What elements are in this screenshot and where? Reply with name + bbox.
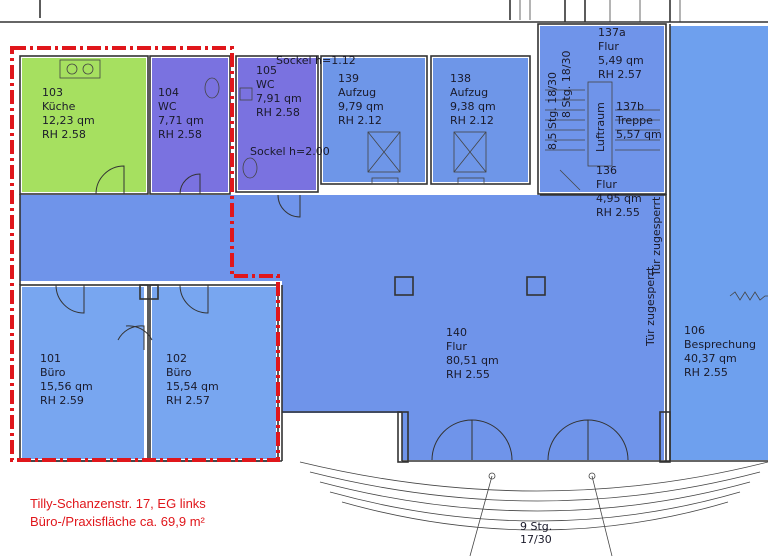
stairs-bottom-label-2: 17/30 [520, 533, 552, 546]
room-name: WC [158, 100, 177, 113]
room-id: 104 [158, 86, 179, 99]
room-id: 106 [684, 324, 705, 337]
room-area: 40,37 qm [684, 352, 737, 365]
room-area: 80,51 qm [446, 354, 499, 367]
room-fill-104 [152, 58, 228, 192]
radiator-symbol [729, 291, 768, 301]
room-label-137a: 137a Flur 5,49 qm RH 2.57 [598, 26, 644, 81]
upper-building-context [0, 0, 768, 23]
room-label-138: 138 Aufzug 9,38 qm RH 2.12 [450, 72, 496, 127]
room-name: Flur [598, 40, 619, 53]
room-label-140: 140 Flur 80,51 qm RH 2.55 [446, 326, 499, 381]
room-name: Büro [40, 366, 66, 379]
room-height: RH 2.58 [256, 106, 300, 119]
room-fill-140c [402, 405, 664, 460]
room-name: Flur [596, 178, 617, 191]
room-fill-140b [282, 275, 664, 413]
room-label-101: 101 Büro 15,56 qm RH 2.59 [40, 352, 93, 407]
room-name: Küche [42, 100, 76, 113]
room-id: 140 [446, 326, 467, 339]
room-label-104: 104 WC 7,71 qm RH 2.58 [158, 86, 204, 141]
entrance-steps [299, 461, 768, 557]
room-area: 5,57 qm [616, 128, 662, 141]
luftraum-label: Luftraum [594, 102, 607, 152]
room-id: 105 [256, 64, 277, 77]
room-label-105: 105 WC 7,91 qm RH 2.58 [256, 64, 302, 119]
room-height: RH 2.12 [338, 114, 382, 127]
room-height: RH 2.59 [40, 394, 84, 407]
room-fill-139 [323, 58, 425, 182]
stairs-bottom-label-1: 9 Stg. [520, 520, 552, 533]
room-name: Aufzug [338, 86, 376, 99]
room-area: 5,49 qm [598, 54, 644, 67]
room-label-137b: 137b Treppe 5,57 qm [615, 100, 662, 141]
room-id: 102 [166, 352, 187, 365]
room-area: 15,54 qm [166, 380, 219, 393]
caption-area: Büro-/Praxisfläche ca. 69,9 m² [30, 514, 205, 529]
door-note-2: Tür zugesperrt [644, 266, 657, 347]
stairs-left-label: 8,5 Stg. 18/30 [546, 72, 559, 150]
stairs-top-label: 8 Stg. 18/30 [560, 51, 573, 118]
room-name: Besprechung [684, 338, 756, 351]
room-name: Flur [446, 340, 467, 353]
room-label-139: 139 Aufzug 9,79 qm RH 2.12 [338, 72, 384, 127]
room-name: Treppe [615, 114, 653, 127]
stairs-inner [545, 81, 660, 191]
room-height: RH 2.55 [446, 368, 490, 381]
room-area: 4,95 qm [596, 192, 642, 205]
room-height: RH 2.58 [42, 128, 86, 141]
room-height: RH 2.55 [684, 366, 728, 379]
room-id: 137a [598, 26, 626, 39]
room-area: 9,79 qm [338, 100, 384, 113]
room-id: 103 [42, 86, 63, 99]
caption-address: Tilly-Schanzenstr. 17, EG links [30, 496, 206, 511]
room-name: Büro [166, 366, 192, 379]
room-name: WC [256, 78, 275, 91]
doors [55, 165, 629, 461]
room-fill-137a [540, 26, 664, 192]
room-id: 139 [338, 72, 359, 85]
room-area: 15,56 qm [40, 380, 93, 393]
room-area: 9,38 qm [450, 100, 496, 113]
room-fill-101 [22, 287, 144, 459]
room-label-106: 106 Besprechung 40,37 qm RH 2.55 [684, 324, 756, 379]
room-area: 12,23 qm [42, 114, 95, 127]
room-fill-103 [22, 58, 146, 192]
rental-area-outline [10, 46, 280, 462]
room-height: RH 2.55 [596, 206, 640, 219]
room-id: 138 [450, 72, 471, 85]
room-height: RH 2.57 [598, 68, 642, 81]
room-label-103: 103 Küche 12,23 qm RH 2.58 [42, 86, 95, 141]
room-fill-138 [433, 58, 528, 182]
fixtures [59, 59, 258, 179]
room-fill-102 [152, 287, 276, 459]
room-label-136: 136 Flur 4,95 qm RH 2.55 [596, 164, 642, 219]
room-label-102: 102 Büro 15,54 qm RH 2.57 [166, 352, 219, 407]
door-note-1: Tür zugesperrt [650, 196, 663, 277]
room-height: RH 2.58 [158, 128, 202, 141]
room-name: Aufzug [450, 86, 488, 99]
room-fill-105 [238, 58, 316, 190]
sockel-label-1: Sockel h=1.12 [276, 54, 356, 67]
room-id: 101 [40, 352, 61, 365]
elevator-shafts [367, 131, 487, 185]
room-id: 137b [616, 100, 644, 113]
room-fill-106 [670, 26, 768, 460]
room-fill-140 [20, 195, 664, 281]
room-height: RH 2.12 [450, 114, 494, 127]
room-height: RH 2.57 [166, 394, 210, 407]
room-id: 136 [596, 164, 617, 177]
room-area: 7,91 qm [256, 92, 302, 105]
sockel-label-2: Sockel h=2.00 [250, 145, 330, 158]
room-area: 7,71 qm [158, 114, 204, 127]
